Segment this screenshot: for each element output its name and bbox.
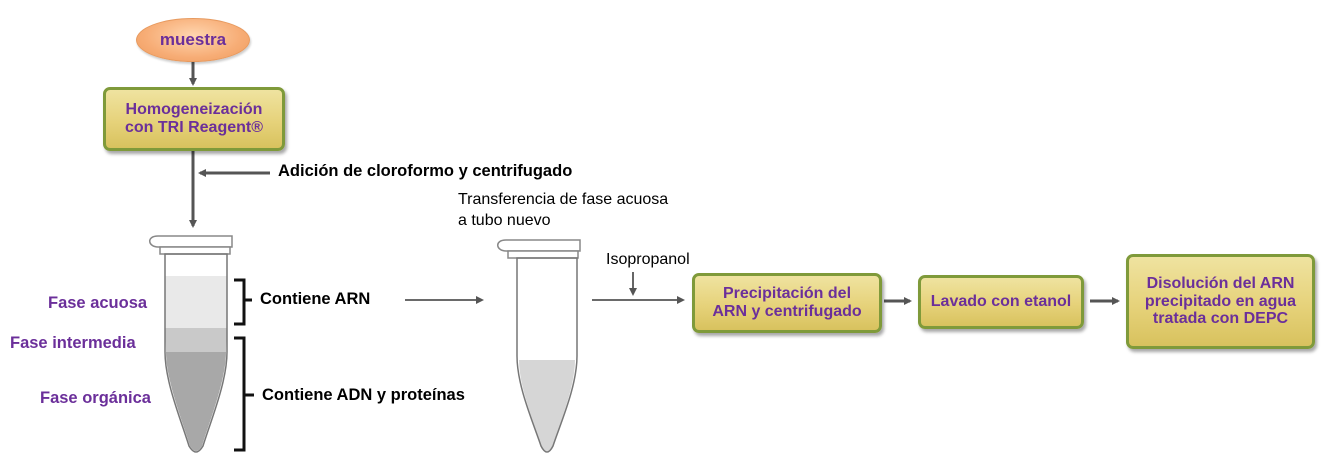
annotation-transfer-line1: Transferencia de fase acuosa (458, 191, 669, 208)
phase-label-organic: Fase orgánica (40, 389, 151, 407)
annotation-contains-dna: Contiene ADN y proteínas (262, 386, 465, 404)
tube-phases (149, 235, 233, 453)
start-node-sample: muestra (136, 18, 250, 62)
phase-label-intermediate: Fase intermedia (10, 334, 136, 352)
annotation-transfer-line2: a tubo nuevo (458, 212, 551, 229)
start-node-label: muestra (159, 30, 227, 49)
step-precipitation-label: Precipitación del ARN y centrifugado (712, 285, 862, 320)
step-homogenization: Homogeneización con TRI Reagent® (103, 87, 285, 151)
annotation-isopropanol: Isopropanol (606, 251, 690, 268)
annotation-contains-rna: Contiene ARN (260, 290, 371, 308)
step-homogenization-label: Homogeneización con TRI Reagent® (124, 101, 264, 136)
brace-aqueous (234, 278, 252, 326)
step-dissolution-label: Disolución del ARN precipitado en agua t… (1144, 274, 1297, 328)
phase-label-aqueous: Fase acuosa (48, 294, 148, 312)
tube-new (497, 239, 581, 453)
step-ethanol-wash: Lavado con etanol (918, 275, 1084, 329)
step-dissolution: Disolución del ARN precipitado en agua t… (1126, 254, 1315, 349)
step-precipitation: Precipitación del ARN y centrifugado (692, 273, 882, 333)
brace-organic (234, 336, 254, 452)
annotation-chloroform: Adición de cloroformo y centrifugado (278, 162, 573, 180)
step-ethanol-wash-label: Lavado con etanol (930, 293, 1072, 311)
